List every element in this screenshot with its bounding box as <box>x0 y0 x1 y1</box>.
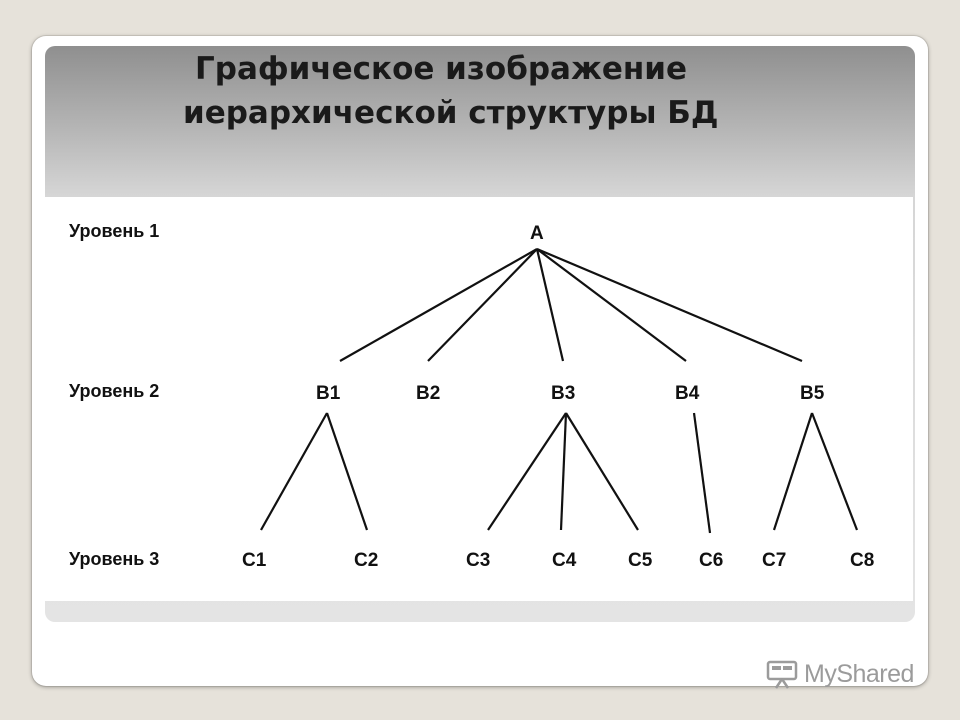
level-label-1: Уровень 1 <box>69 221 159 241</box>
node-C5: C5 <box>628 550 653 571</box>
edge-B3-C5 <box>565 412 639 531</box>
edge-A-B4 <box>536 248 687 362</box>
hierarchy-tree: Уровень 1 Уровень 2 Уровень 3 A B1 B2 B3… <box>69 221 874 571</box>
edge-B5-C7 <box>772 412 814 531</box>
edge-B3-C4 <box>559 412 568 531</box>
tree-edges <box>260 247 859 534</box>
node-A: A <box>530 223 544 244</box>
edge-A-B2 <box>427 248 538 362</box>
edge-B3-C3 <box>487 412 567 531</box>
edge-A-B5 <box>536 247 803 363</box>
node-C7: C7 <box>762 550 786 571</box>
node-B3: B3 <box>551 383 575 404</box>
node-C2: C2 <box>354 550 378 571</box>
projector-screen-icon <box>766 660 798 689</box>
level-label-3: Уровень 3 <box>69 549 159 569</box>
node-B4: B4 <box>675 383 700 404</box>
node-C4: C4 <box>552 550 577 571</box>
level-label-2: Уровень 2 <box>69 381 159 401</box>
edge-B4-C6 <box>692 412 712 534</box>
edge-B5-C8 <box>810 412 859 531</box>
node-B2: B2 <box>416 383 440 404</box>
node-C3: C3 <box>466 550 490 571</box>
edge-B1-C2 <box>325 412 369 531</box>
edge-B1-C1 <box>260 412 328 531</box>
title-line-2: иерархической структуры БД <box>183 95 719 131</box>
hierarchy-diagram: Уровень 1 Уровень 2 Уровень 3 A B1 B2 B3… <box>45 197 913 601</box>
node-C6: C6 <box>699 550 723 571</box>
node-B1: B1 <box>316 383 341 404</box>
node-C1: C1 <box>242 550 267 571</box>
node-B5: B5 <box>800 383 825 404</box>
title-line-1: Графическое изображение <box>195 51 688 87</box>
edge-A-B3 <box>535 248 565 362</box>
node-C8: C8 <box>850 550 874 571</box>
watermark-text: MyShared <box>804 659 914 688</box>
watermark-logo: MyShared <box>766 654 914 694</box>
edge-A-B1 <box>339 248 538 362</box>
